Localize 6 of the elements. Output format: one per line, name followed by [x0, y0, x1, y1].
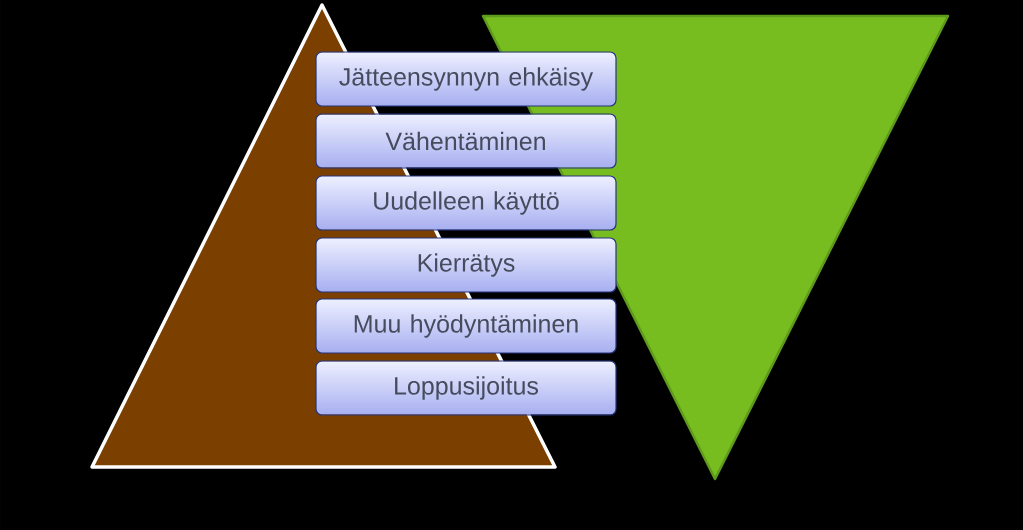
level-box: Uudelleen käyttö — [315, 175, 617, 231]
level-box: Jätteensynnyn ehkäisy — [315, 51, 617, 107]
level-box: Loppusijoitus — [315, 360, 617, 416]
level-box: Kierrätys — [315, 237, 617, 293]
level-box: Muu hyödyntäminen — [315, 298, 617, 354]
level-box: Vähentäminen — [315, 113, 617, 169]
